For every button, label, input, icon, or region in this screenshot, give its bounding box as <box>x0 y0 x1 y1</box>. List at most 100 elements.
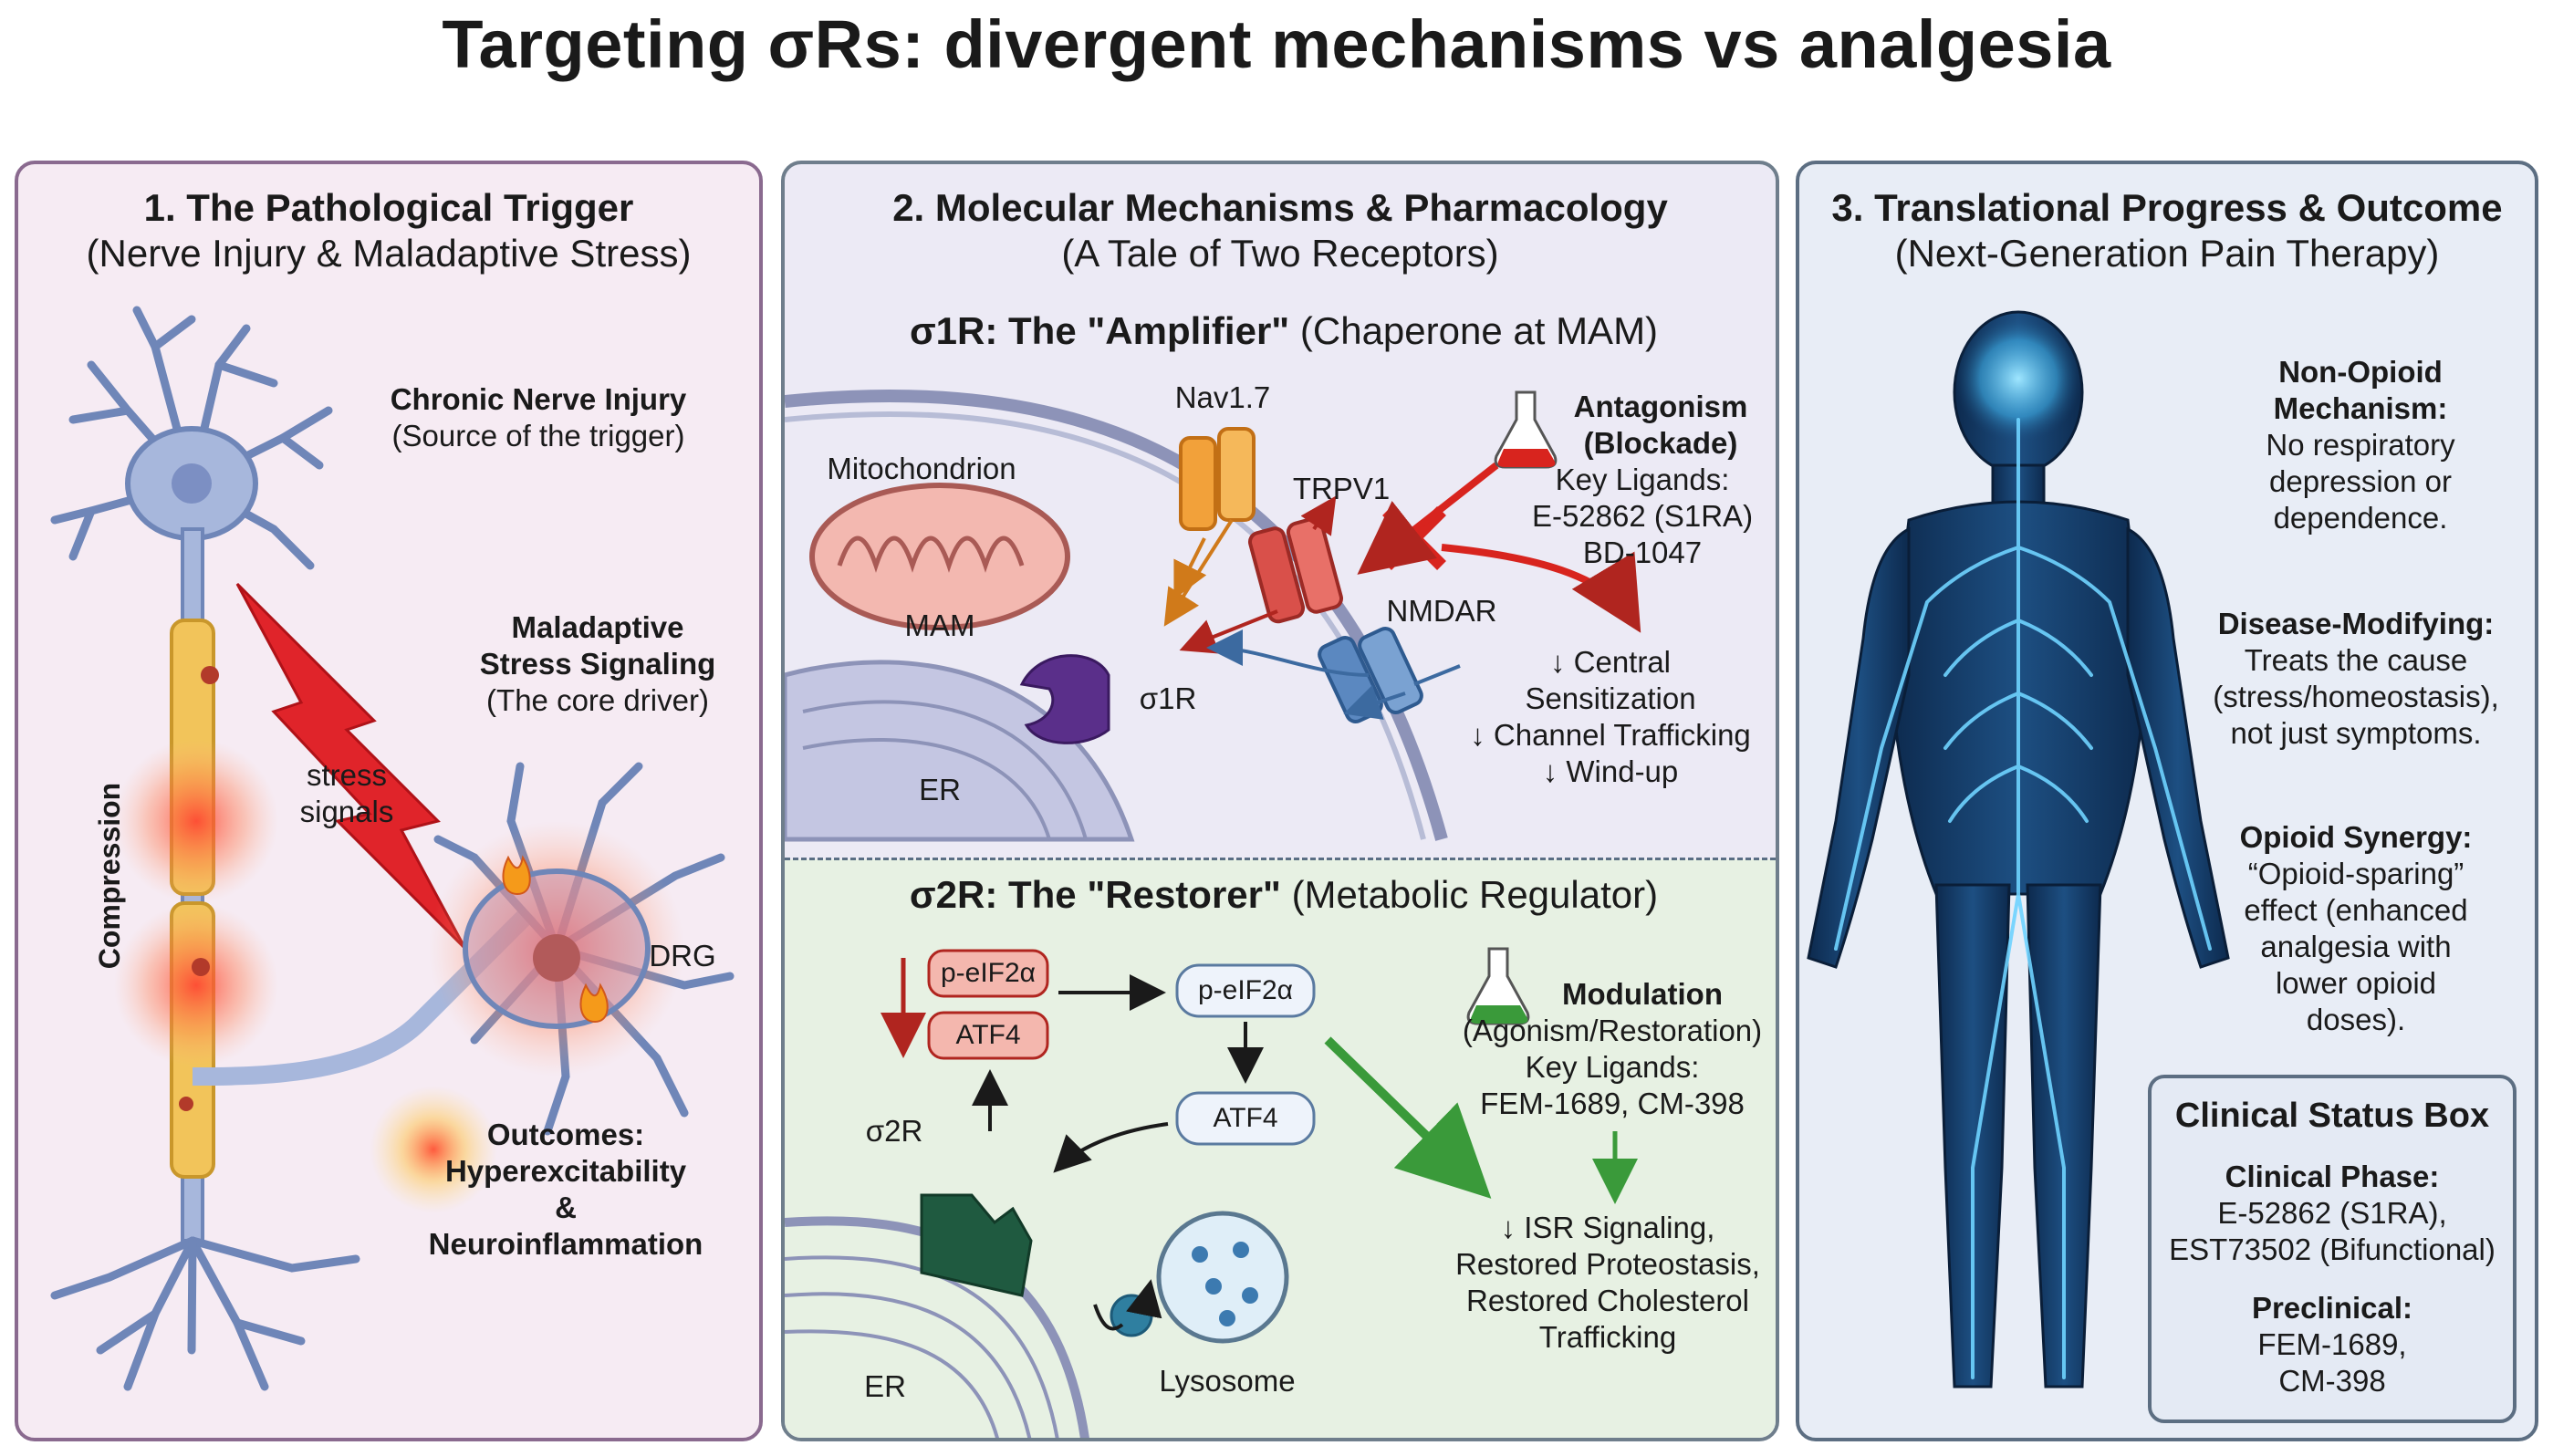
nonopioid-2: Mechanism: <box>2273 391 2448 425</box>
nonopioid-5: dependence. <box>2273 501 2448 535</box>
outcomes-2: Hyperexcitability <box>444 1154 687 1188</box>
drg-hotspot-glow <box>370 1086 497 1213</box>
result-4: Trafficking <box>1538 1320 1677 1354</box>
mechanism-diagram <box>785 389 1641 1438</box>
synergy-1: Opioid Synergy: <box>2239 820 2473 854</box>
panel2-heading: 2. Molecular Mechanisms & Pharmacology <box>892 186 1668 229</box>
clinical-phase-1: E-52862 (S1RA), <box>2217 1196 2447 1230</box>
disease-3: (stress/homeostasis), <box>2213 680 2499 713</box>
panel3-subheading: (Next-Generation Pain Therapy) <box>1894 232 2440 275</box>
modulation-label-2: (Agonism/Restoration) <box>1462 1014 1763 1047</box>
synergy-3: effect (enhanced <box>2244 893 2468 927</box>
compression-glow <box>114 739 278 903</box>
synergy-4: analgesia with <box>2260 930 2452 963</box>
synergy-5: lower opioid <box>2275 966 2437 1000</box>
axon-terminals <box>50 1236 360 1391</box>
nonopioid-4: depression or <box>2269 464 2452 498</box>
outcomes-4: Neuroinflammation <box>428 1227 703 1261</box>
peif2a-red-box <box>927 949 1049 998</box>
disease-2: Treats the cause <box>2244 643 2468 677</box>
antagonism-label-1: Antagonism <box>1573 390 1748 423</box>
synergy-6: doses). <box>2306 1003 2406 1036</box>
flame-icon <box>579 983 609 1024</box>
peif2a-blue-label: p-eIF2α <box>1197 975 1294 1005</box>
panel-pathological-trigger: 1. The Pathological Trigger (Nerve Injur… <box>15 161 763 1441</box>
s1r-section-title: σ1R: The "Amplifier" (Chaperone at MAM) <box>785 308 1776 354</box>
panel1-subheading: (Nerve Injury & Maladaptive Stress) <box>86 232 692 275</box>
nervous-system-lines <box>1834 418 2212 1379</box>
s2r-section-title: σ2R: The "Restorer" (Metabolic Regulator… <box>785 872 1776 918</box>
stress-signals-2: signals <box>299 795 394 828</box>
nerve-injury-sub: (Source of the trigger) <box>391 419 685 452</box>
key-ligands-1: Key Ligands: <box>1555 463 1730 496</box>
human-figure-illustration <box>1807 310 2230 1388</box>
sigma2r-label: σ2R <box>865 1114 923 1148</box>
panel2-subheading: (A Tale of Two Receptors) <box>1061 232 1499 275</box>
preclinical-1: FEM-1689, <box>2257 1327 2407 1361</box>
clinical-phase-2: EST73502 (Bifunctional) <box>2169 1232 2496 1266</box>
s2r-title-rest: (Metabolic Regulator) <box>1280 873 1659 916</box>
sigma1r-shape <box>1019 654 1110 744</box>
ligand-e52862: E-52862 (S1RA) <box>1531 499 1754 533</box>
modulation-label-1: Modulation <box>1562 977 1723 1011</box>
compression-label: Compression <box>93 782 126 970</box>
nmdar-label: NMDAR <box>1386 594 1497 628</box>
sigma2r-shape <box>920 1193 1033 1297</box>
lysosome-label: Lysosome <box>1159 1364 1296 1398</box>
effect-4: ↓ Wind-up <box>1542 754 1679 788</box>
lysosome-shape <box>1156 1211 1289 1344</box>
preclinical-label: Preclinical: <box>2251 1291 2413 1325</box>
brain-glow <box>1954 315 2082 442</box>
s1r-title-rest: (Chaperone at MAM) <box>1289 309 1659 352</box>
er-top-label: ER <box>919 773 961 806</box>
nonopioid-1: Non-Opioid <box>2278 355 2443 389</box>
outcomes-1: Outcomes: <box>486 1118 645 1151</box>
clinical-box-title: Clinical Status Box <box>2174 1097 2490 1135</box>
clinical-status-box: Clinical Status Box Clinical Phase: E-52… <box>2148 1075 2517 1423</box>
atf4-blue-box <box>1175 1091 1316 1146</box>
drg-nucleus <box>533 934 580 982</box>
stress-signals-1: stress <box>306 758 387 792</box>
clinical-phase-label: Clinical Phase: <box>2225 1160 2440 1193</box>
effect-1: ↓ Central <box>1549 645 1672 679</box>
nav17-channel <box>1179 427 1256 531</box>
disease-1: Disease-Modifying: <box>2217 607 2495 640</box>
s2r-title-bold: σ2R: The "Restorer" <box>909 873 1281 916</box>
section-divider <box>785 858 1776 860</box>
nmdar-channel <box>1318 627 1423 723</box>
mam-label: MAM <box>904 608 975 642</box>
panel-translational-progress: 3. Translational Progress & Outcome (Nex… <box>1796 161 2538 1441</box>
panel1-heading: 1. The Pathological Trigger <box>143 186 634 229</box>
page-title: Targeting σRs: divergent mechanisms vs a… <box>442 6 2111 82</box>
atf4-red-label: ATF4 <box>955 1020 1021 1050</box>
stress-sub: (The core driver) <box>486 683 709 717</box>
mitochondrion-label: Mitochondrion <box>827 452 1016 485</box>
ligand-bd1047: BD-1047 <box>1582 536 1703 569</box>
er-bottom-label: ER <box>864 1369 906 1403</box>
nonopioid-3: No respiratory <box>2266 428 2455 462</box>
effect-2: Sensitization <box>1525 681 1696 715</box>
s1r-title-bold: σ1R: The "Amplifier" <box>909 309 1290 352</box>
synergy-2: “Opioid-sparing” <box>2247 857 2464 890</box>
nav17-label: Nav1.7 <box>1174 380 1271 414</box>
nerve-injury-title: Chronic Nerve Injury <box>390 382 687 416</box>
effect-3: ↓ Channel Trafficking <box>1470 718 1751 752</box>
panel-molecular-mechanisms: 2. Molecular Mechanisms & Pharmacology (… <box>781 161 1779 1441</box>
trpv1-channel <box>1247 516 1344 624</box>
stress-title-1: Maladaptive <box>511 610 684 644</box>
outcomes-3: & <box>555 1191 577 1224</box>
antagonism-label-2: (Blockade) <box>1583 426 1738 460</box>
panel3-heading: 3. Translational Progress & Outcome <box>1831 186 2503 229</box>
compression-glow <box>114 903 278 1067</box>
ligand-fem-cm: FEM-1689, CM-398 <box>1480 1087 1745 1120</box>
trpv1-label: TRPV1 <box>1292 472 1391 505</box>
mitochondrion-shape <box>809 483 1070 630</box>
peif2a-red-label: p-eIF2α <box>940 958 1037 988</box>
peif2a-blue-box <box>1175 963 1316 1018</box>
result-2: Restored Proteostasis, <box>1455 1247 1760 1281</box>
drg-label: DRG <box>649 939 716 972</box>
sigma1r-label: σ1R <box>1139 681 1197 715</box>
flame-icon <box>502 855 531 896</box>
result-1: ↓ ISR Signaling, <box>1500 1211 1715 1244</box>
result-3: Restored Cholesterol <box>1466 1284 1749 1317</box>
